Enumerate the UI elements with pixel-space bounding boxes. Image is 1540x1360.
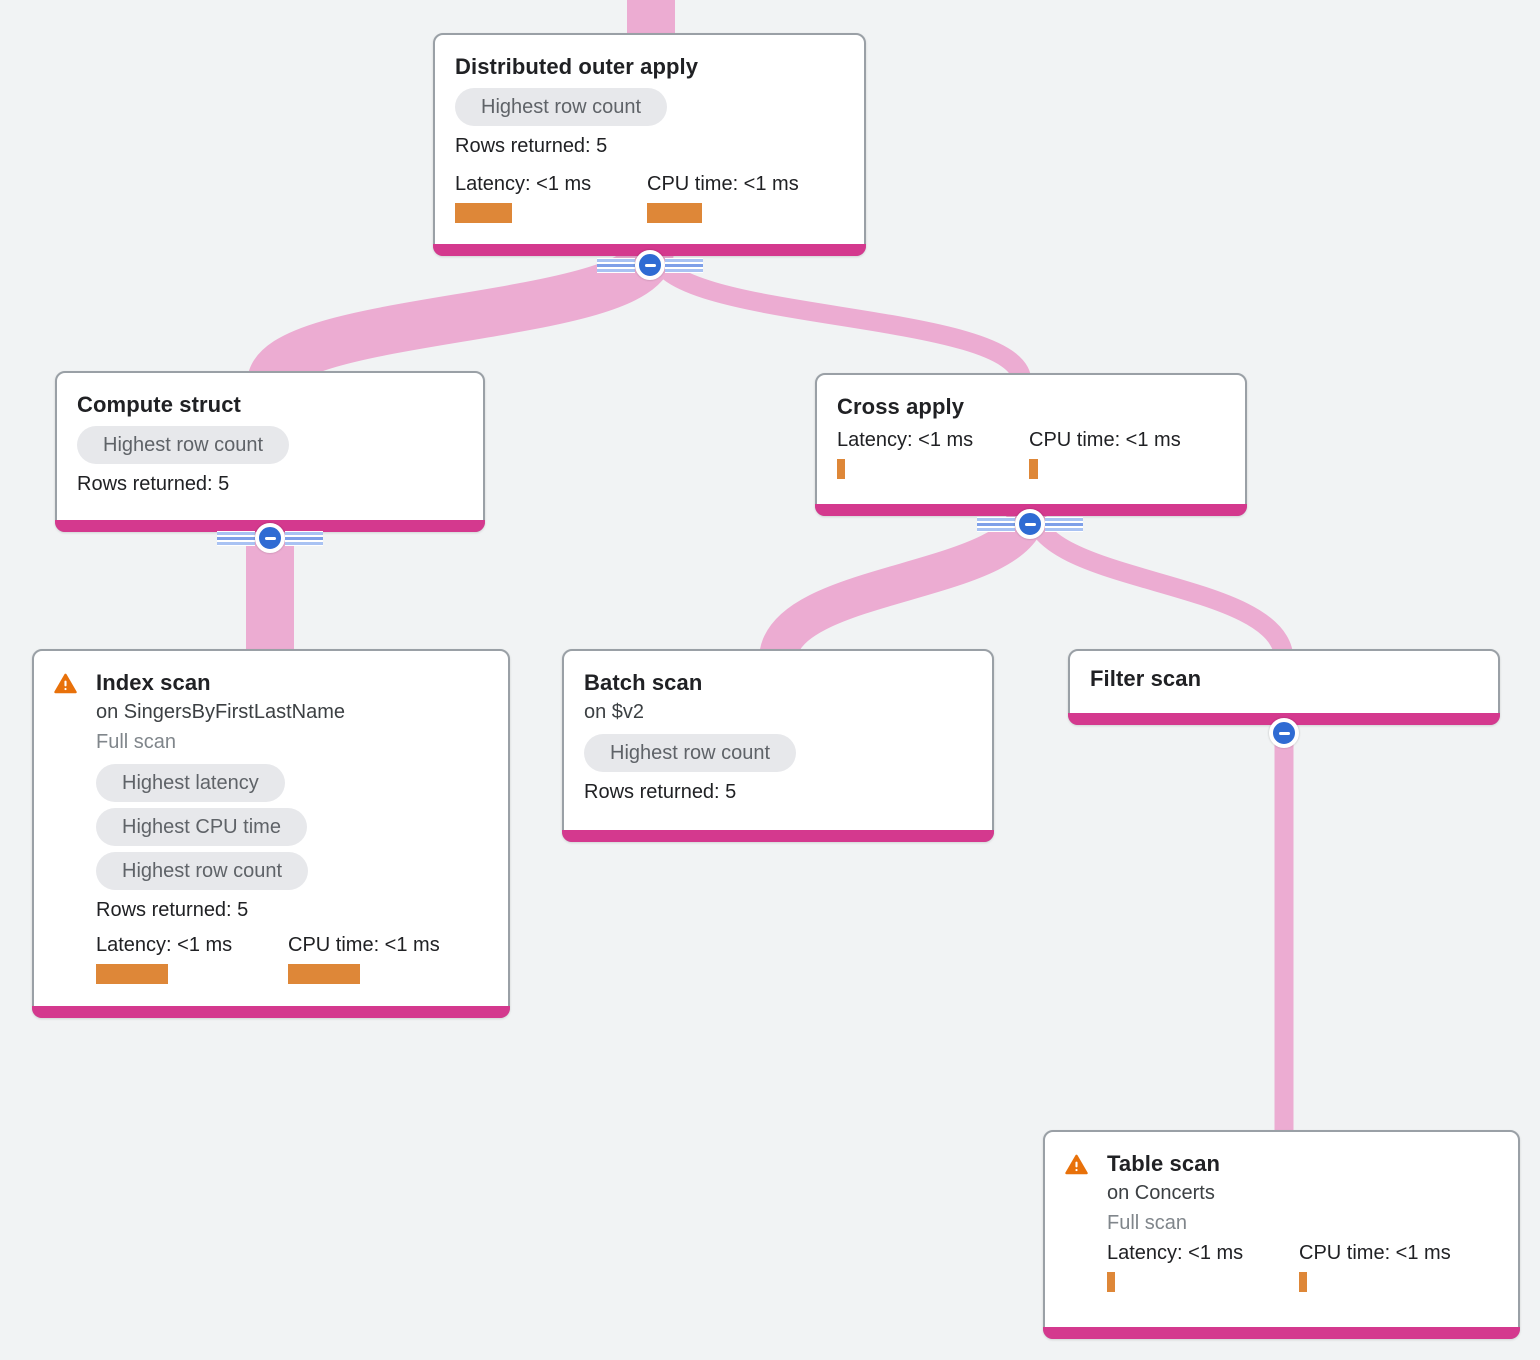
node-filter-scan[interactable]: Filter scan <box>1068 649 1500 725</box>
edge-distributed-outer-apply-to-cross-apply <box>646 248 1032 384</box>
cpu-time-bar <box>1029 459 1038 479</box>
collapse-minus-icon <box>1015 509 1045 539</box>
node-title: Distributed outer apply <box>455 54 699 79</box>
rows-returned-text: Rows returned: 5 <box>455 135 608 157</box>
link-stripes-left <box>597 257 635 273</box>
badge-highest-row-count: Highest row count <box>96 852 309 890</box>
latency-label: Latency: <1 ms <box>455 173 592 195</box>
badge-highest-row-count: Highest row count <box>455 88 668 126</box>
node-subtitle: on $v2 <box>584 701 645 723</box>
cpu-time-label: CPU time: <1 ms <box>647 173 799 195</box>
node-table-scan[interactable]: Table scan on Concerts Full scan Latency… <box>1043 1130 1520 1339</box>
node-title: Compute struct <box>77 392 241 417</box>
badge-highest-row-count: Highest row count <box>584 734 797 772</box>
node-accent-bar <box>562 830 994 842</box>
collapse-button-cross-apply[interactable] <box>977 509 1083 539</box>
node-index-scan[interactable]: Index scan on SingersByFirstLastName Ful… <box>32 649 510 1018</box>
latency-bar <box>96 964 168 984</box>
node-subtitle: on Concerts <box>1107 1182 1215 1204</box>
collapse-button-distributed-outer-apply[interactable] <box>597 250 703 280</box>
node-subtitle: on SingersByFirstLastName <box>96 701 345 723</box>
cpu-time-label: CPU time: <1 ms <box>1029 429 1181 451</box>
latency-label: Latency: <1 ms <box>96 934 233 956</box>
node-title: Filter scan <box>1090 666 1202 691</box>
edge-cross-apply-to-filter-scan <box>1023 506 1294 662</box>
latency-bar <box>1107 1272 1115 1292</box>
node-cross-apply[interactable]: Cross apply Latency: <1 ms CPU time: <1 … <box>815 373 1247 516</box>
scan-type-text: Full scan <box>96 731 177 753</box>
link-stripes-left <box>977 516 1015 532</box>
collapse-minus-icon <box>255 523 285 553</box>
badge-highest-row-count: Highest row count <box>77 426 290 464</box>
warning-icon <box>54 673 77 693</box>
node-compute-struct[interactable]: Compute struct Highest row count Rows re… <box>55 371 485 532</box>
node-accent-bar <box>32 1006 510 1018</box>
scan-type-text: Full scan <box>1107 1212 1188 1234</box>
badge-highest-latency: Highest latency <box>96 764 285 802</box>
node-batch-scan[interactable]: Batch scan on $v2 Highest row count Rows… <box>562 649 994 842</box>
rows-returned-text: Rows returned: 5 <box>584 781 737 803</box>
latency-label: Latency: <1 ms <box>837 429 974 451</box>
link-stripes-right <box>1045 516 1083 532</box>
node-title: Table scan <box>1107 1151 1221 1176</box>
latency-bar <box>837 459 845 479</box>
cpu-time-bar <box>647 203 702 223</box>
latency-label: Latency: <1 ms <box>1107 1242 1244 1264</box>
cpu-time-label: CPU time: <1 ms <box>1299 1242 1451 1264</box>
rows-returned-text: Rows returned: 5 <box>96 899 249 921</box>
edge-distributed-outer-apply-to-compute-struct <box>247 244 674 390</box>
latency-bar <box>455 203 512 223</box>
cpu-time-label: CPU time: <1 ms <box>288 934 440 956</box>
link-stripes-right <box>665 257 703 273</box>
collapse-minus-icon <box>635 250 665 280</box>
link-stripes-left <box>217 530 255 546</box>
node-title: Batch scan <box>584 670 703 695</box>
collapse-minus-icon <box>1269 718 1299 748</box>
node-distributed-outer-apply[interactable]: Distributed outer apply Highest row coun… <box>433 33 866 256</box>
link-stripes-right <box>285 530 323 546</box>
node-accent-bar <box>1043 1327 1520 1339</box>
node-title: Cross apply <box>837 394 965 419</box>
collapse-button-compute-struct[interactable] <box>217 523 323 553</box>
badge-highest-cpu-time: Highest CPU time <box>96 808 307 846</box>
edge-cross-apply-to-batch-scan <box>759 505 1047 663</box>
collapse-button-filter-scan[interactable] <box>1269 718 1299 748</box>
node-title: Index scan <box>96 670 211 695</box>
cpu-time-bar <box>1299 1272 1307 1292</box>
cpu-time-bar <box>288 964 360 984</box>
warning-icon <box>1065 1154 1088 1174</box>
rows-returned-text: Rows returned: 5 <box>77 473 230 495</box>
